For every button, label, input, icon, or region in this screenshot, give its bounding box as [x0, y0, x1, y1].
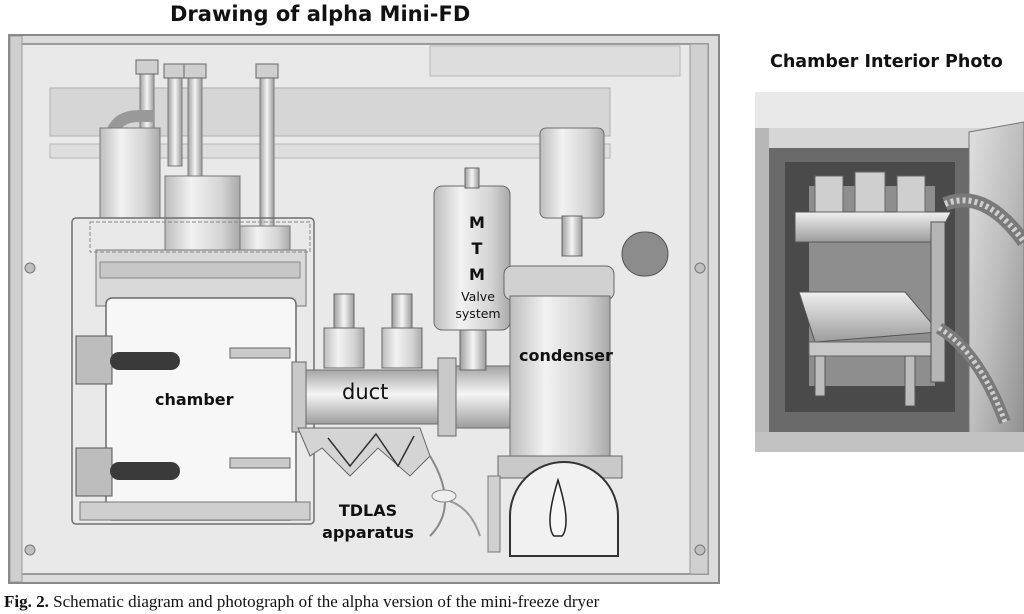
photo-svg [755, 92, 1024, 452]
label-condenser: condenser [519, 346, 613, 365]
label-mtm-m1: M [469, 213, 485, 232]
label-tdlas-line2: apparatus [322, 523, 414, 542]
label-tdlas-line1: TDLAS [338, 501, 398, 520]
cad-drawing [8, 34, 720, 584]
drawing-title: Drawing of alpha Mini-FD [170, 2, 471, 26]
label-duct: duct [342, 380, 389, 404]
caption-text: Schematic diagram and photograph of the … [53, 592, 600, 611]
label-valve-system: Valve system [445, 288, 511, 322]
chamber-interior-photo [755, 92, 1024, 452]
label-mtm-t: T [471, 239, 483, 258]
label-valve-line1: Valve [461, 289, 495, 304]
label-mtm: M T M [462, 210, 492, 288]
caption-figure-number: Fig. 2. [4, 592, 49, 611]
label-mtm-m2: M [469, 265, 485, 284]
label-chamber: chamber [155, 390, 234, 409]
photo-title: Chamber Interior Photo [770, 52, 1003, 72]
label-tdlas-apparatus: TDLAS apparatus [308, 500, 428, 544]
cad-drawing-svg [10, 36, 718, 582]
figure-caption: Fig. 2. Schematic diagram and photograph… [4, 592, 599, 612]
label-valve-line2: system [455, 306, 501, 321]
